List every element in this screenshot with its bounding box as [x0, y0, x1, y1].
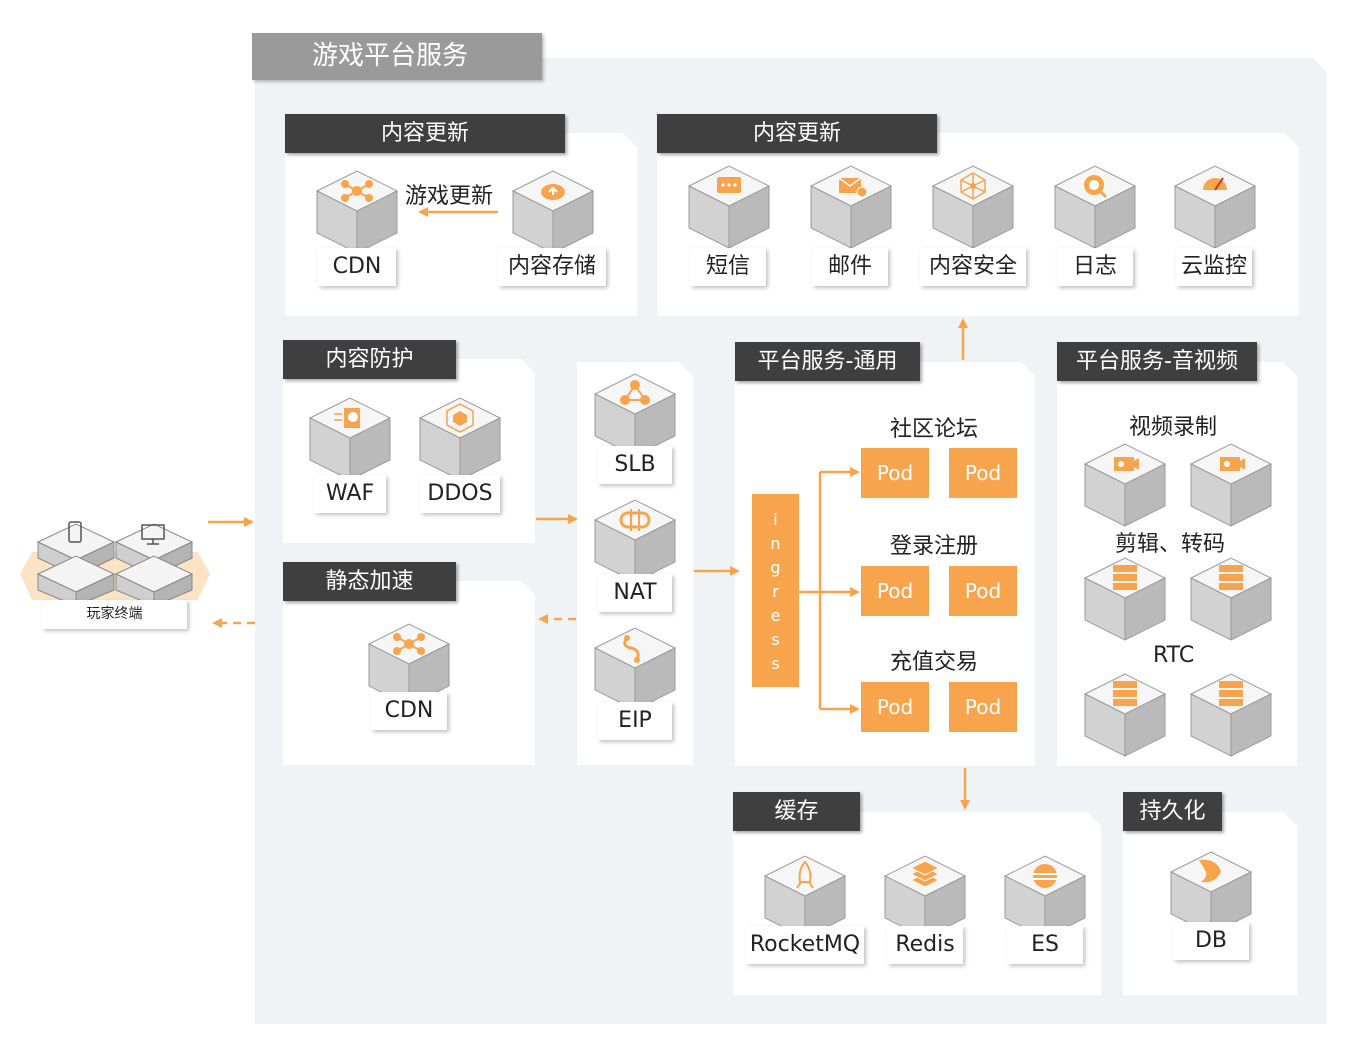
ingress-letter: s	[771, 654, 780, 673]
group-edit-label: 剪辑、转码	[1115, 532, 1226, 557]
protect-title: 内容防护	[283, 340, 456, 379]
es-icon	[1003, 855, 1087, 939]
monitor-icon	[1173, 165, 1257, 249]
pod-community-2: Pod	[949, 448, 1017, 498]
rocketmq-icon	[763, 855, 847, 939]
mail-icon	[809, 165, 893, 249]
pod-recharge-2: Pod	[949, 682, 1017, 732]
storage-icon	[511, 170, 595, 254]
nat-label: NAT	[598, 574, 672, 612]
content-security-icon	[931, 165, 1015, 249]
redis-icon	[883, 855, 967, 939]
accel-cdn-label: CDN	[371, 692, 447, 730]
log-label: 日志	[1057, 248, 1133, 286]
content-update-right-title: 内容更新	[657, 114, 937, 153]
ddos-label: DDOS	[420, 475, 500, 513]
accel-title: 静态加速	[283, 562, 456, 601]
slb-label: SLB	[598, 446, 672, 484]
storage-label: 内容存储	[498, 248, 606, 286]
rtc-server-icon-2	[1189, 673, 1273, 757]
ingress-letter: r	[772, 582, 779, 601]
group-recharge-label: 充值交易	[890, 650, 979, 675]
sms-icon	[687, 165, 771, 249]
server-icon	[1083, 557, 1167, 641]
slb-icon	[593, 373, 677, 457]
content-security-label: 内容安全	[920, 248, 1026, 286]
pod-community-1: Pod	[861, 448, 929, 498]
monitor-label: 云监控	[1176, 248, 1252, 286]
group-rtc-label: RTC	[1153, 643, 1195, 668]
video-record-icon-2	[1189, 443, 1273, 527]
common-service-title: 平台服务-通用	[735, 342, 920, 381]
cache-title: 缓存	[733, 792, 860, 831]
server-icon-2	[1189, 557, 1273, 641]
waf-icon	[308, 397, 392, 481]
group-login-label: 登录注册	[890, 534, 979, 559]
persist-title: 持久化	[1123, 792, 1222, 831]
db-icon	[1169, 851, 1253, 935]
content-update-left-title: 内容更新	[285, 114, 565, 153]
log-icon	[1053, 165, 1137, 249]
client-devices	[20, 521, 210, 606]
cdn-icon	[315, 170, 399, 254]
group-community-label: 社区论坛	[890, 417, 979, 442]
group-video-record-label: 视频录制	[1129, 415, 1218, 440]
accel-cdn-icon	[367, 623, 451, 707]
ddos-icon	[418, 397, 502, 481]
platform-title: 游戏平台服务	[252, 33, 542, 80]
rocketmq-label: RocketMQ	[746, 926, 864, 964]
ingress-letter: i	[773, 510, 778, 529]
eip-icon	[593, 627, 677, 711]
ingress-letter: n	[770, 534, 781, 553]
video-record-icon	[1083, 443, 1167, 527]
pod-recharge-1: Pod	[861, 682, 929, 732]
cdn-label: CDN	[318, 248, 396, 286]
waf-label: WAF	[314, 475, 386, 513]
redis-label: Redis	[887, 926, 963, 964]
game-update-label: 游戏更新	[405, 184, 494, 209]
mail-label: 邮件	[812, 248, 888, 286]
pod-login-2: Pod	[949, 566, 1017, 616]
rtc-server-icon	[1083, 673, 1167, 757]
nat-icon	[593, 499, 677, 583]
desktop-icon	[141, 524, 165, 545]
sms-label: 短信	[690, 248, 766, 286]
phone-icon	[68, 521, 82, 543]
ingress-letter: s	[771, 630, 780, 649]
pod-login-1: Pod	[861, 566, 929, 616]
ingress-letter: e	[770, 606, 781, 625]
es-label: ES	[1007, 926, 1083, 964]
ingress-letter: g	[770, 558, 781, 577]
client-label: 玩家终端	[42, 600, 187, 629]
db-label: DB	[1173, 922, 1249, 960]
av-service-title: 平台服务-音视频	[1057, 342, 1257, 381]
eip-label: EIP	[598, 702, 672, 740]
